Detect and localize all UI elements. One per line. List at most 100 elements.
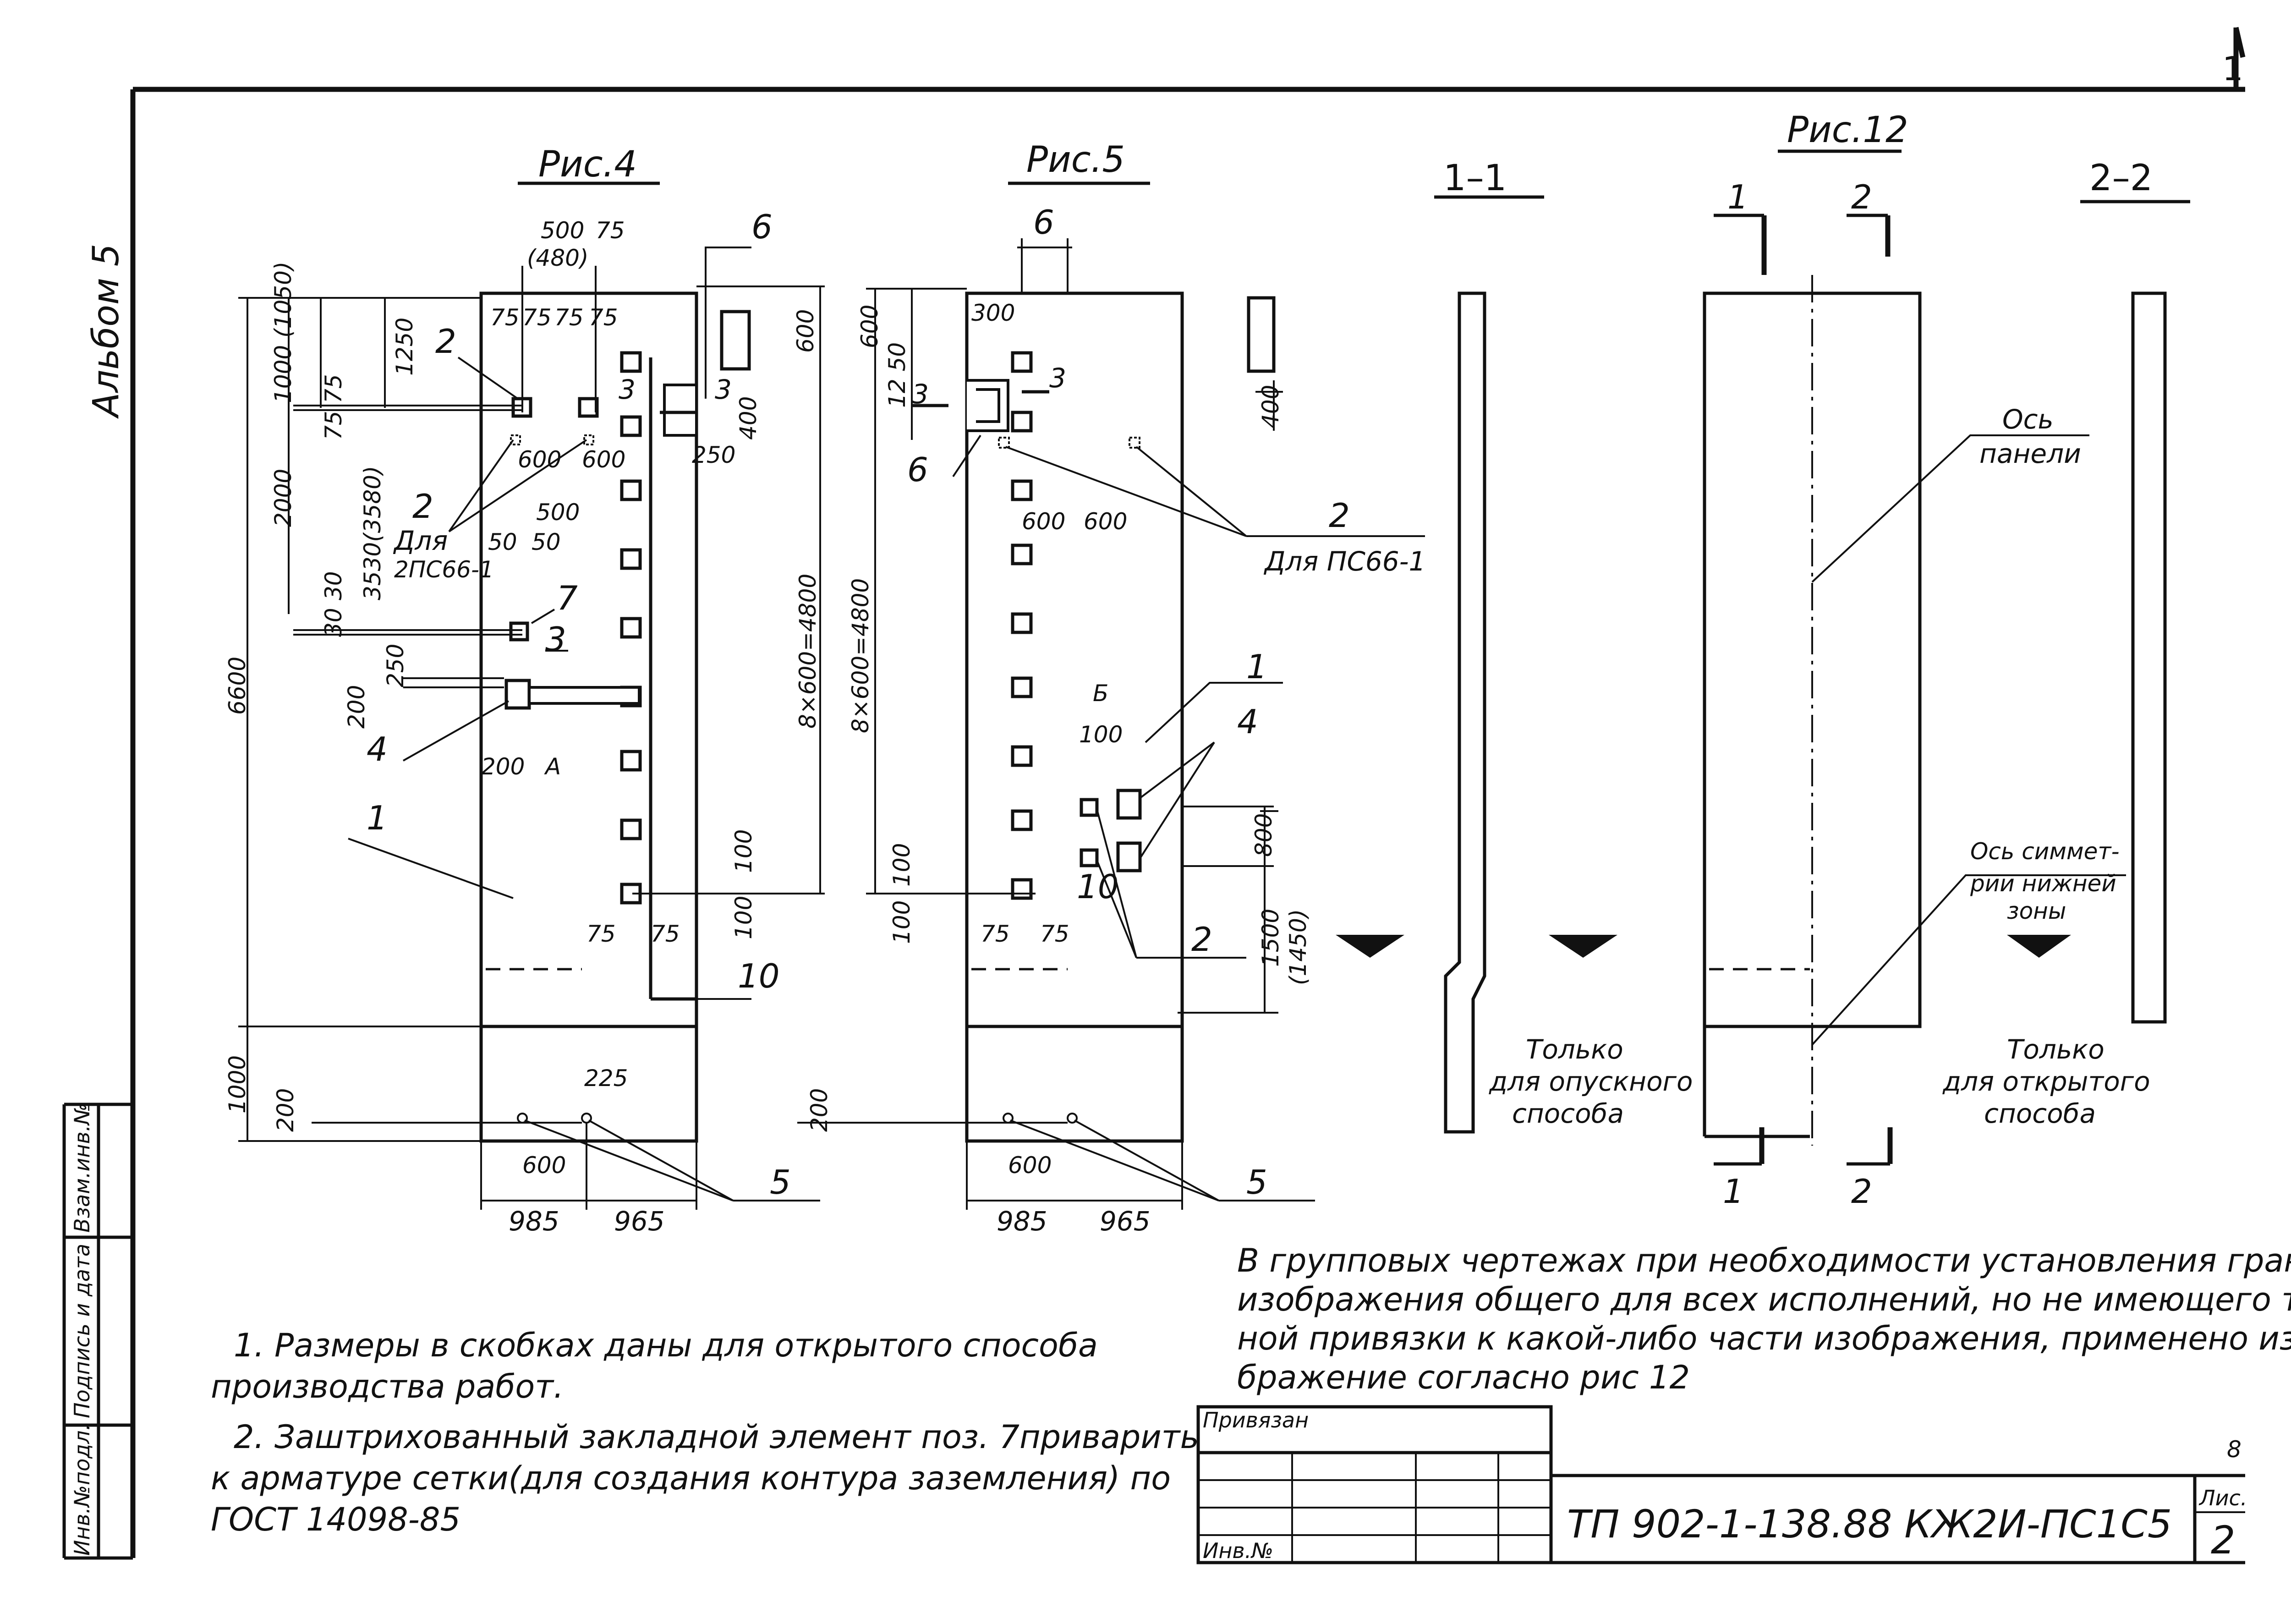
figure-4: Рис.4 bbox=[224, 144, 825, 1237]
fig4-leader: Для bbox=[393, 525, 448, 556]
fig4-dim: 75 bbox=[522, 304, 552, 331]
fig4-dim: 8×600=4800 bbox=[795, 574, 821, 729]
group-note-line: В групповых чертежах при необходимости у… bbox=[1237, 1242, 2291, 1279]
note1-line: производства работ. bbox=[211, 1368, 564, 1405]
section11-note: для опускного bbox=[1489, 1066, 1693, 1097]
fig5-dim: 800 bbox=[1250, 813, 1277, 857]
fig5-dim: 600 bbox=[1008, 1152, 1052, 1179]
fig4-dim: 75 bbox=[320, 374, 347, 403]
fig4-dim: 3530(3580) bbox=[359, 466, 386, 600]
fig12-axis-label: Ось bbox=[2002, 404, 2054, 435]
fig4-dim: 200 bbox=[272, 1088, 299, 1132]
stamp-code: ТП 902-1-138.88 КЖ2И-ПС1С5 bbox=[1567, 1502, 2172, 1547]
section11-arrow-right bbox=[1549, 935, 1617, 958]
figure-5: Рис.5 bbox=[797, 139, 1425, 1237]
fig12-sym-label: зоны bbox=[2007, 898, 2066, 924]
notes: В групповых чертежах при необходимости у… bbox=[211, 1242, 2291, 1538]
fig4-dim: 50 bbox=[532, 529, 561, 555]
side-field-sign: Подпись и дата bbox=[70, 1244, 94, 1418]
fig4-dim: 200 bbox=[343, 685, 370, 729]
fig4-dim: 500 bbox=[536, 499, 580, 526]
fig12-axis-label: панели bbox=[1979, 438, 2081, 469]
fig5-leader: 3 bbox=[1049, 362, 1066, 394]
fig4-dim: 1000 (1050) bbox=[270, 262, 296, 403]
fig5-dim: 985 bbox=[997, 1206, 1047, 1237]
fig5-dim: 300 bbox=[971, 300, 1015, 326]
fig12-arrow bbox=[2007, 935, 2071, 958]
fig4-leader: 3 bbox=[545, 620, 566, 658]
fig5-dim: 6 bbox=[1033, 203, 1054, 241]
note1-line: 1. Размеры в скобках даны для открытого … bbox=[234, 1327, 1098, 1364]
fig5-dim: 400 bbox=[1257, 385, 1284, 428]
fig12-sym-label: рии нижней bbox=[1970, 870, 2116, 897]
fig5-dim: 12 50 bbox=[884, 342, 910, 408]
fig5-leader: Для ПС66-1 bbox=[1263, 546, 1425, 577]
section11-title: 1–1 bbox=[1443, 158, 1507, 199]
fig4-dim: 1000 bbox=[224, 1055, 251, 1114]
fig4-dim: 600 bbox=[522, 1152, 566, 1179]
fig4-dim: 50 bbox=[488, 529, 517, 555]
fig12-mark2-top: 2 bbox=[1851, 178, 1872, 216]
note2-line: 2. Заштрихованный закладной элемент поз.… bbox=[234, 1418, 1199, 1456]
fig4-dim: 100 bbox=[730, 896, 757, 939]
fig5-leader: 4 bbox=[1237, 702, 1258, 741]
fig4-leader: 2ПС66-1 bbox=[394, 556, 494, 583]
fig4-leader: 2 bbox=[412, 487, 433, 526]
fig4-dim: 75 bbox=[586, 921, 616, 947]
fig4-dim: 30 bbox=[320, 571, 347, 600]
fig4-dim: 225 bbox=[584, 1065, 628, 1092]
fig4-leader: 2 bbox=[435, 322, 456, 361]
fig5-dim: 200 bbox=[806, 1088, 833, 1132]
fig5-dim: 1500 bbox=[1257, 909, 1284, 967]
fig4-dim: 600 bbox=[518, 446, 561, 473]
title-block: Привязан Инв.№ ТП 902-1-138.88 КЖ2И-ПС1С… bbox=[1196, 1405, 2247, 1564]
fig4-dim: 200 bbox=[481, 753, 525, 780]
fig5-dim: 75 bbox=[1040, 921, 1069, 947]
side-field-replace: Взам.инв.№ bbox=[70, 1103, 94, 1233]
fig4-dim: (480) bbox=[527, 245, 588, 271]
fig5-dim: 600 bbox=[1022, 508, 1065, 535]
group-note-line: ной привязки к какой-либо части изображе… bbox=[1237, 1320, 2291, 1357]
fig5-leader: 5 bbox=[1246, 1163, 1267, 1202]
fig5-dim: 965 bbox=[1100, 1206, 1151, 1237]
group-note-line: изображения общего для всех исполнений, … bbox=[1237, 1281, 2291, 1318]
fig4-leader: 5 bbox=[770, 1163, 791, 1202]
fig4-dim: 985 bbox=[509, 1206, 559, 1237]
fig4-leader: 3 bbox=[619, 374, 636, 405]
fig4-leader: 4 bbox=[367, 730, 388, 768]
sheet-frame: 1 bbox=[130, 27, 2246, 1558]
note2-line: ГОСТ 14098-85 bbox=[211, 1501, 460, 1538]
stamp-inv: Инв.№ bbox=[1203, 1538, 1273, 1563]
fig5-dim: (1450) bbox=[1285, 909, 1311, 985]
fig5-dim: 100 bbox=[888, 900, 915, 944]
corner-mark: 1 bbox=[2222, 49, 2243, 88]
fig5-dim: 100 bbox=[888, 843, 915, 887]
fig4-dim: 75 bbox=[596, 217, 625, 244]
fig4-dim: 250 bbox=[382, 644, 409, 687]
fig5-dim: 8×600=4800 bbox=[847, 578, 874, 733]
fig5-dim: 600 bbox=[1084, 508, 1127, 535]
fig4-dim: 2000 bbox=[270, 469, 296, 527]
fig12-mark1-top: 1 bbox=[1727, 178, 1748, 216]
fig4-leader: 1 bbox=[367, 799, 388, 837]
figure-12: Рис.12 1 2 1 2 Ось панели Ось симмет- ри… bbox=[1703, 110, 2126, 1211]
fig4-dim: 600 bbox=[582, 446, 625, 473]
fig5-dim: 100 bbox=[1079, 721, 1123, 748]
album-label: Альбом 5 bbox=[86, 244, 127, 419]
fig4-dim: 75 bbox=[554, 304, 584, 331]
fig4-leader: 6 bbox=[751, 208, 773, 246]
fig5-panel-bottom bbox=[965, 1025, 1184, 1143]
fig4-dim: 30 bbox=[320, 608, 347, 637]
fig4-dim: 6600 bbox=[224, 657, 251, 715]
fig4-leader: 3 bbox=[715, 374, 732, 405]
fig5-leader: 1 bbox=[1246, 647, 1267, 686]
section22-note: Только bbox=[2007, 1034, 2105, 1065]
page-pencil-mark: 8 bbox=[2227, 1436, 2242, 1463]
stamp-sheet-no: 2 bbox=[2211, 1518, 2235, 1563]
fig4-title: Рис.4 bbox=[538, 144, 637, 185]
fig5-leader: 3 bbox=[912, 379, 929, 410]
side-field-inv: Инв.№подл. bbox=[70, 1424, 94, 1556]
section22-note: для открытого bbox=[1942, 1066, 2150, 1097]
fig5-title: Рис.5 bbox=[1026, 139, 1125, 181]
